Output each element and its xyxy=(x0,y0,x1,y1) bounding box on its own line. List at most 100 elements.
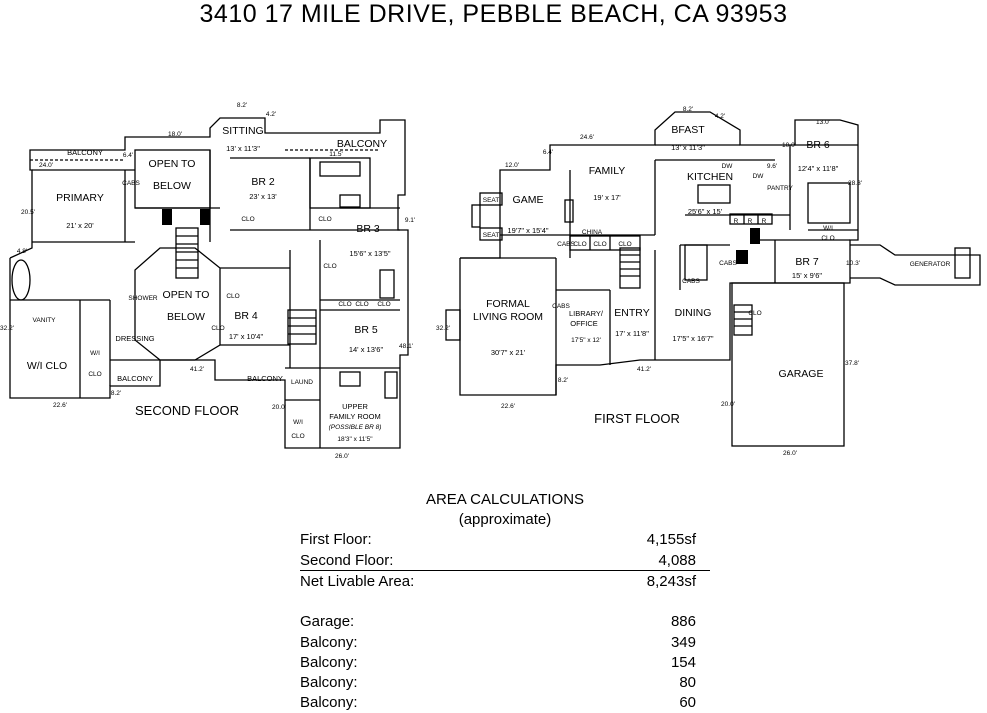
svg-text:17' x 11'8": 17' x 11'8" xyxy=(615,329,649,338)
svg-text:28.3': 28.3' xyxy=(848,180,862,187)
svg-text:PANTRY: PANTRY xyxy=(767,185,793,192)
room-bfast: BFAST xyxy=(671,124,705,136)
room-library: LIBRARY/ xyxy=(569,309,604,318)
room-sitting: SITTING xyxy=(222,125,263,137)
svg-text:CLO: CLO xyxy=(323,263,336,270)
room-garage: GARAGE xyxy=(779,368,824,380)
svg-text:CLO: CLO xyxy=(618,241,631,248)
area-value: 349 xyxy=(670,634,696,651)
svg-text:R: R xyxy=(762,218,767,225)
room-br7: BR 7 xyxy=(795,256,819,268)
second-floor-fills xyxy=(162,209,210,225)
second-floor-walls xyxy=(9,117,409,449)
area-value: 4,155sf xyxy=(646,531,696,548)
room-br5: BR 5 xyxy=(354,324,378,336)
area-row-balcony-4: Balcony: 60 xyxy=(300,693,710,713)
svg-text:4.2': 4.2' xyxy=(715,113,725,120)
svg-text:BALCONY: BALCONY xyxy=(247,374,283,383)
svg-text:CLO: CLO xyxy=(377,301,390,308)
room-balcony-upper: BALCONY xyxy=(337,138,387,150)
room-open-to-below-2: OPEN TO xyxy=(163,289,210,301)
room-br2: BR 2 xyxy=(251,176,275,188)
area-label: Garage: xyxy=(300,613,355,630)
svg-text:CLO: CLO xyxy=(573,241,586,248)
svg-text:LAUND: LAUND xyxy=(291,379,313,386)
svg-text:41.2': 41.2' xyxy=(637,366,651,373)
svg-text:W/I: W/I xyxy=(90,350,100,357)
svg-text:15'6" x 13'5": 15'6" x 13'5" xyxy=(349,249,390,258)
area-value: 80 xyxy=(679,674,696,691)
svg-text:15' x 9'6": 15' x 9'6" xyxy=(792,271,822,280)
svg-text:CLO: CLO xyxy=(88,371,101,378)
svg-text:8.2': 8.2' xyxy=(683,106,693,113)
svg-text:19'7" x 15'4": 19'7" x 15'4" xyxy=(507,226,548,235)
room-open-to-below-1: OPEN TO xyxy=(149,158,196,170)
svg-text:19' x 17': 19' x 17' xyxy=(593,193,621,202)
svg-text:13.0': 13.0' xyxy=(816,119,830,126)
svg-text:CHINA: CHINA xyxy=(582,229,603,236)
svg-text:20.0': 20.0' xyxy=(272,404,286,411)
svg-text:CLO: CLO xyxy=(338,301,351,308)
svg-text:LIVING ROOM: LIVING ROOM xyxy=(473,311,543,323)
area-row-balcony-2: Balcony: 154 xyxy=(300,653,710,673)
svg-text:CABS: CABS xyxy=(719,260,737,267)
first-floor-walls xyxy=(445,111,981,447)
svg-text:23' x 13': 23' x 13' xyxy=(249,192,277,201)
first-floor-label: FIRST FLOOR xyxy=(594,411,680,426)
page-title: 3410 17 MILE DRIVE, PEBBLE BEACH, CA 939… xyxy=(199,0,788,28)
area-heading: AREA CALCULATIONS xyxy=(425,491,585,508)
svg-text:21' x 20': 21' x 20' xyxy=(66,221,94,230)
area-subheading: (approximate) xyxy=(458,511,552,528)
second-floor-labels: PRIMARY 21' x 20' OPEN TO BELOW SITTING … xyxy=(0,102,415,460)
room-game: GAME xyxy=(513,194,544,206)
svg-text:CLO: CLO xyxy=(211,325,224,332)
area-row-balcony-3: Balcony: 80 xyxy=(300,673,710,693)
svg-text:6.4': 6.4' xyxy=(543,149,553,156)
generator: GENERATOR xyxy=(910,261,951,268)
svg-text:4.2': 4.2' xyxy=(266,111,276,118)
room-formal-living: FORMAL xyxy=(486,298,530,310)
area-value: 4,088 xyxy=(658,552,696,569)
svg-text:CABS: CABS xyxy=(552,303,570,310)
svg-text:48.1': 48.1' xyxy=(399,343,413,350)
svg-text:13' x 11'3": 13' x 11'3" xyxy=(671,143,705,152)
svg-text:11.5': 11.5' xyxy=(329,151,342,158)
svg-text:13' x 11'3": 13' x 11'3" xyxy=(226,144,260,153)
svg-text:20.0': 20.0' xyxy=(721,401,735,408)
svg-text:14' x 13'6": 14' x 13'6" xyxy=(349,345,384,354)
svg-text:8.2': 8.2' xyxy=(558,377,568,384)
area-label: Balcony: xyxy=(300,694,358,711)
area-value: 154 xyxy=(670,654,696,671)
svg-text:17' x 10'4": 17' x 10'4" xyxy=(229,332,264,341)
svg-text:12.0': 12.0' xyxy=(505,162,519,169)
svg-text:R: R xyxy=(748,218,753,225)
svg-text:20.5': 20.5' xyxy=(21,209,35,216)
room-br4: BR 4 xyxy=(234,310,258,322)
area-label: Balcony: xyxy=(300,654,358,671)
svg-text:SHOWER: SHOWER xyxy=(128,295,158,302)
svg-text:6.4': 6.4' xyxy=(123,152,133,159)
svg-text:24.0': 24.0' xyxy=(39,162,53,169)
svg-text:30'7" x 21': 30'7" x 21' xyxy=(491,348,526,357)
svg-text:10.0': 10.0' xyxy=(782,142,796,149)
svg-text:BALCONY: BALCONY xyxy=(117,374,153,383)
svg-text:FAMILY ROOM: FAMILY ROOM xyxy=(329,412,380,421)
svg-text:BELOW: BELOW xyxy=(153,180,191,192)
area-row-garage: Garage: 886 xyxy=(300,612,710,632)
svg-text:32.2': 32.2' xyxy=(436,325,450,332)
svg-text:BALCONY: BALCONY xyxy=(67,148,103,157)
svg-text:32.2': 32.2' xyxy=(0,325,14,332)
svg-text:9.6': 9.6' xyxy=(767,163,777,170)
svg-text:CLO: CLO xyxy=(291,433,304,440)
room-primary: PRIMARY xyxy=(56,192,104,204)
area-value: 60 xyxy=(679,694,696,711)
svg-text:CLO: CLO xyxy=(241,216,254,223)
room-upper-family: UPPER xyxy=(342,402,368,411)
svg-text:41.2': 41.2' xyxy=(190,366,204,373)
svg-text:CLO: CLO xyxy=(593,241,606,248)
area-value: 886 xyxy=(670,613,696,630)
room-dining: DINING xyxy=(675,307,712,319)
svg-text:CLO: CLO xyxy=(226,293,239,300)
area-label: Balcony: xyxy=(300,634,358,651)
svg-text:CLO: CLO xyxy=(748,310,761,317)
